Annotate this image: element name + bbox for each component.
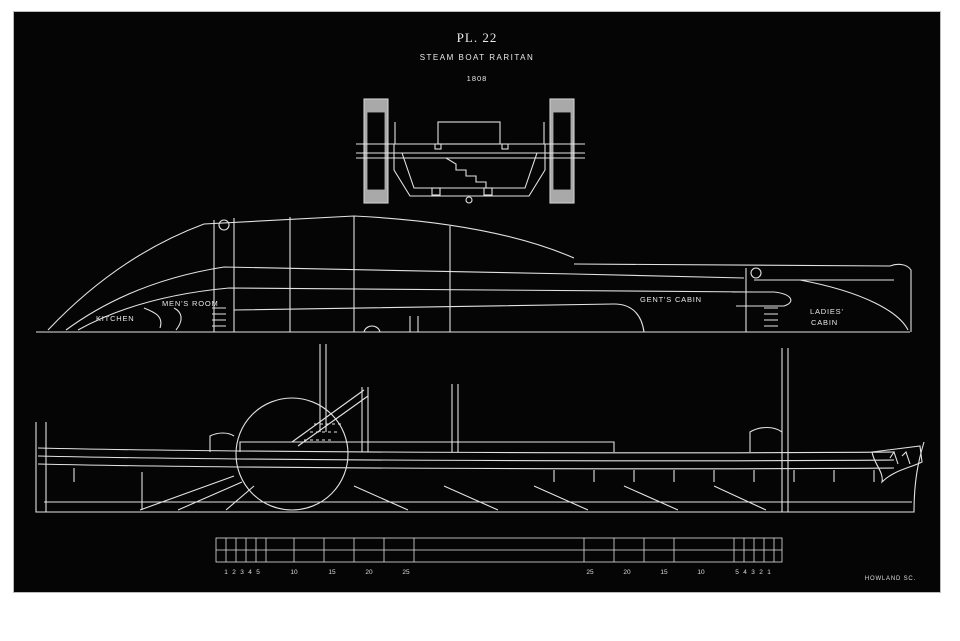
scale-bar-graphic: [215, 537, 783, 563]
scale-number: 4: [743, 569, 747, 576]
scale-number: 15: [660, 569, 668, 576]
scale-number: 25: [586, 569, 594, 576]
scale-number: 2: [232, 569, 236, 576]
scale-number: 2: [759, 569, 763, 576]
mens-room-label: MEN'S ROOM: [162, 299, 219, 308]
scale-number: 4: [248, 569, 252, 576]
blueprint-drawing: [35, 98, 925, 563]
plate-year: 1808: [466, 74, 488, 83]
plate-number: PL. 22: [456, 30, 498, 45]
ladies-cabin-label-line2: CABIN: [811, 318, 838, 327]
scale-number: 1: [767, 569, 771, 576]
scale-number: 25: [402, 569, 410, 576]
scale-number: 15: [328, 569, 336, 576]
gents-cabin-label: GENT'S CABIN: [640, 295, 702, 304]
ladies-cabin-label-line1: LADIES': [810, 307, 844, 316]
blueprint-plate: PL. 22 STEAM BOAT RARITAN 1808 KITCHEN M…: [14, 12, 940, 592]
scale-number: 3: [240, 569, 244, 576]
scale-number: 10: [697, 569, 705, 576]
longitudinal-section-view: [36, 215, 912, 333]
scale-number: 3: [751, 569, 755, 576]
scale-number: 10: [290, 569, 298, 576]
scale-number: 5: [256, 569, 260, 576]
cross-section-view: [356, 98, 585, 204]
scale-number: 1: [224, 569, 228, 576]
scale-number: 20: [365, 569, 373, 576]
profile-elevation-view: [35, 344, 925, 513]
kitchen-label: KITCHEN: [96, 314, 135, 323]
scale-number: 20: [623, 569, 631, 576]
engraver-credit: HOWLAND SC.: [864, 576, 916, 582]
plate-title: STEAM BOAT RARITAN: [419, 53, 535, 62]
scale-number: 5: [735, 569, 739, 576]
